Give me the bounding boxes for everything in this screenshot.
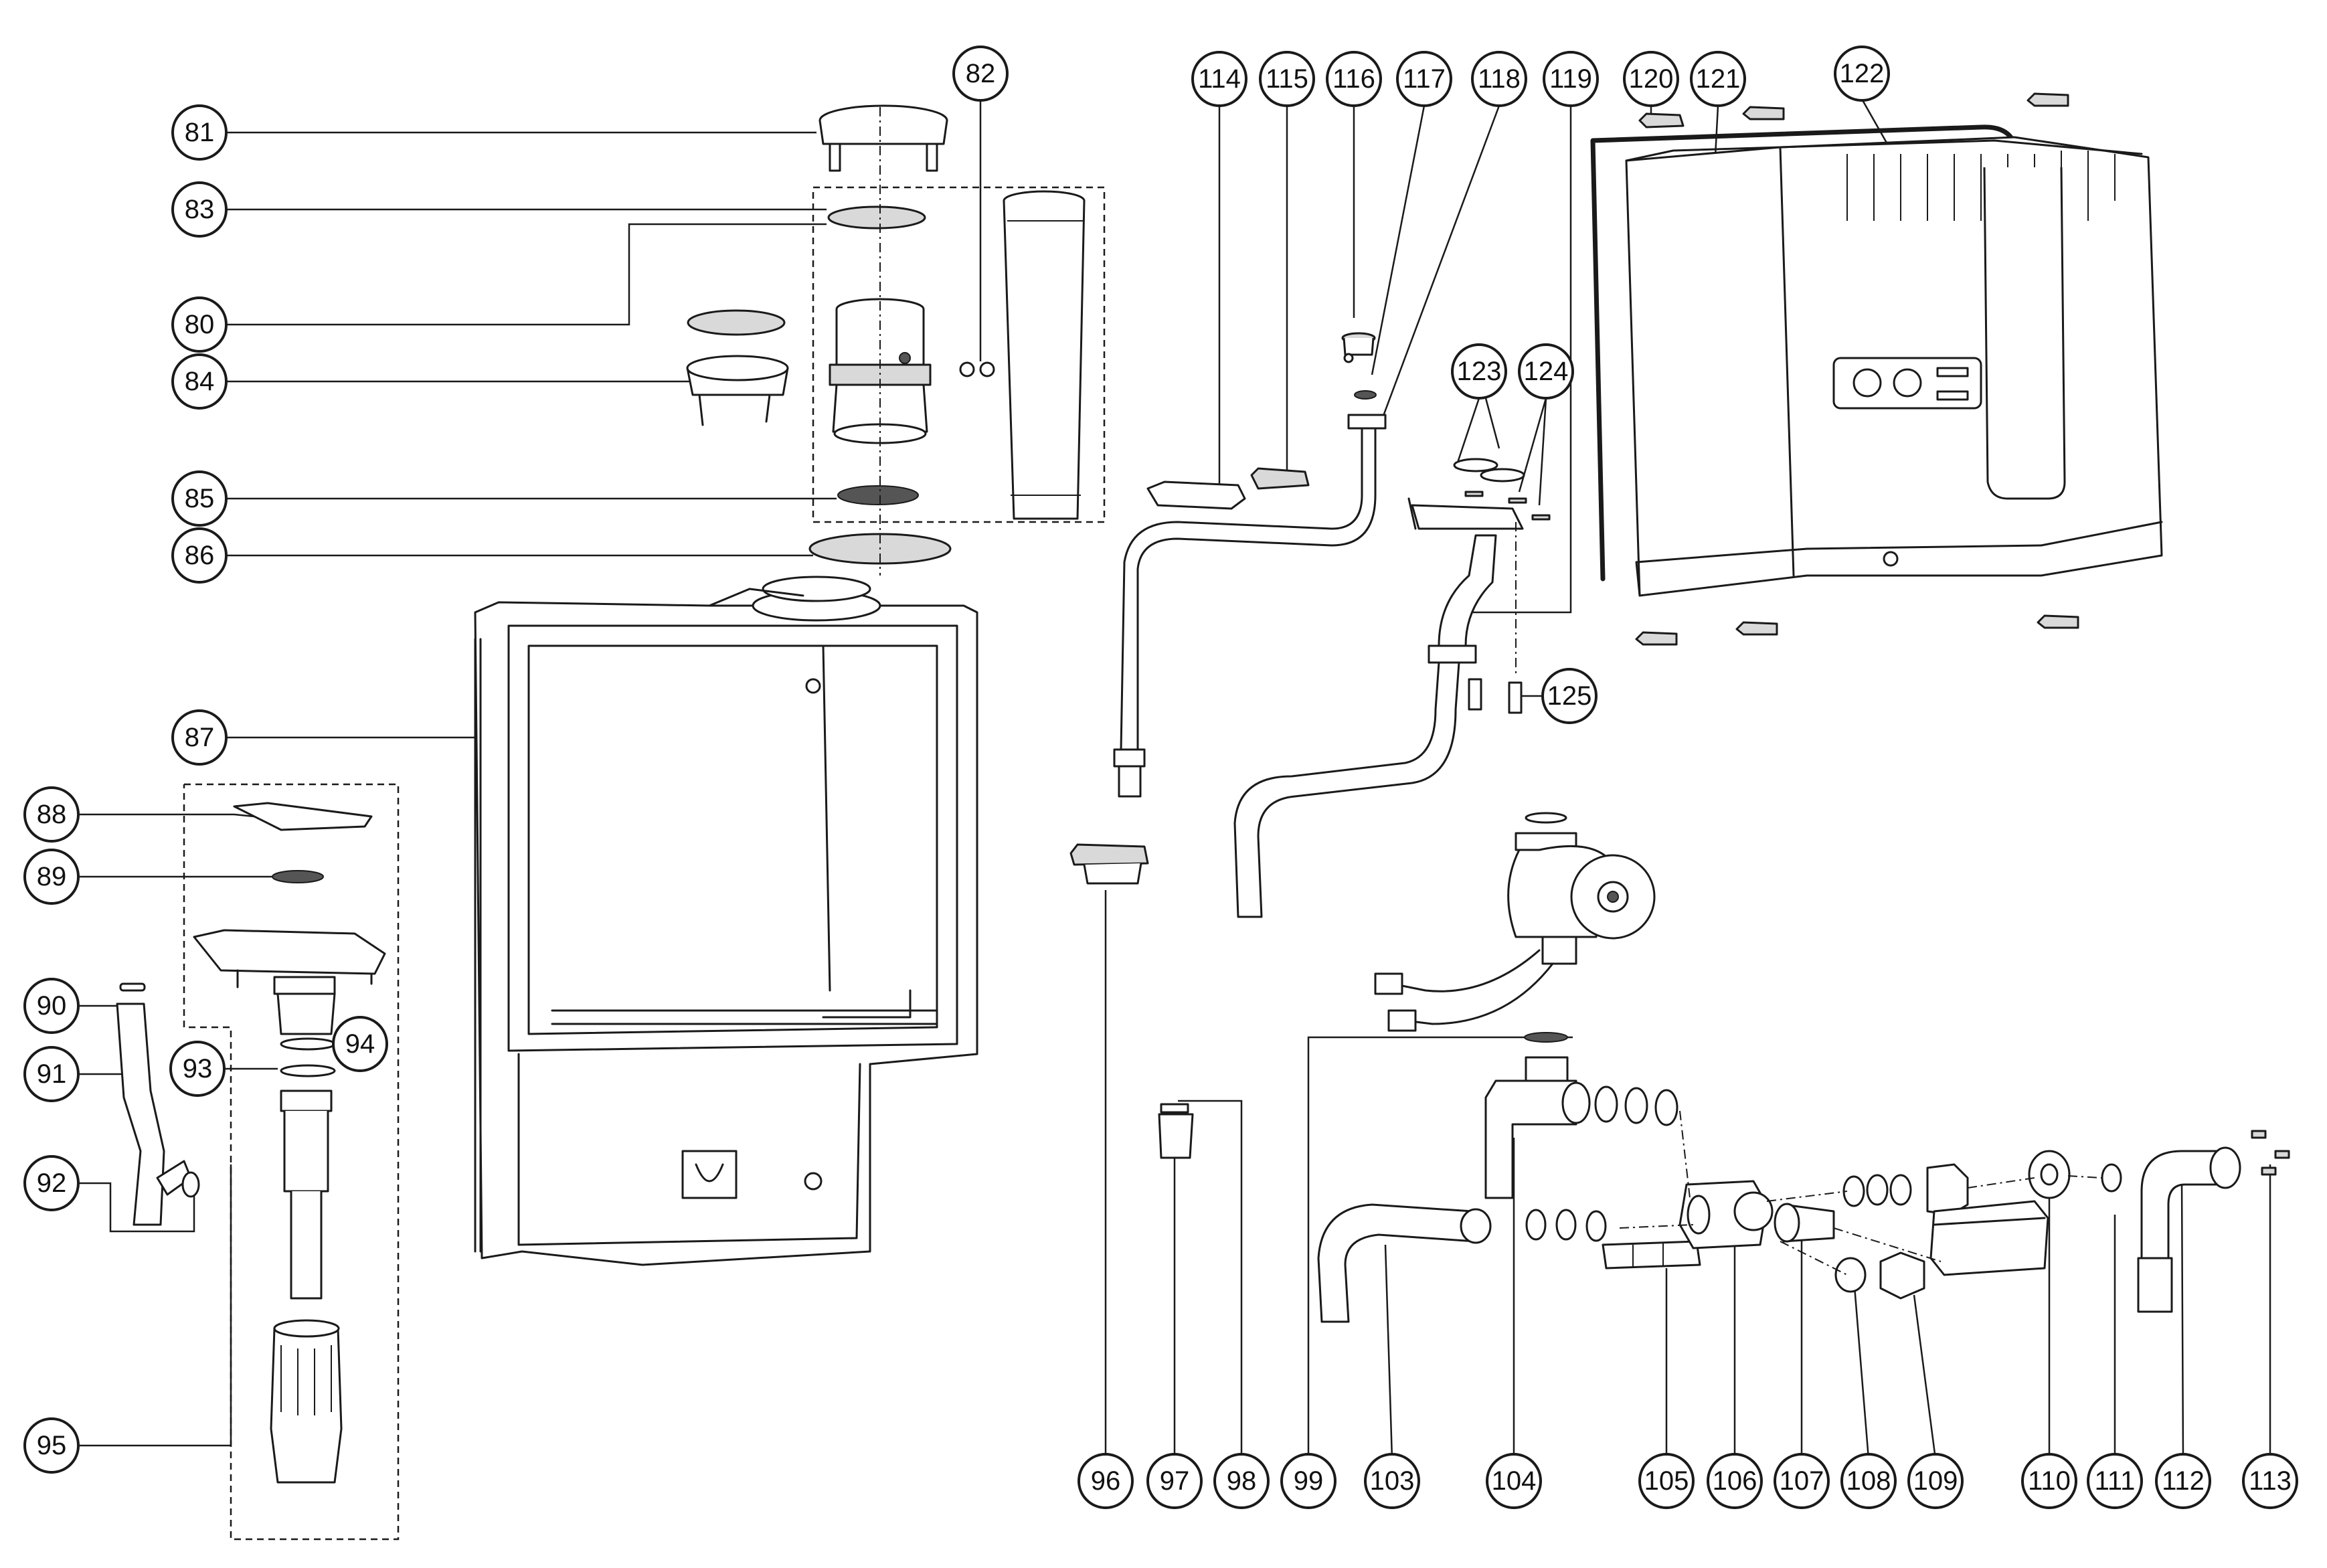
- svg-text:104: 104: [1492, 1466, 1537, 1496]
- svg-text:103: 103: [1370, 1466, 1415, 1496]
- callout-125: 125: [1541, 668, 1598, 724]
- svg-text:118: 118: [1478, 64, 1521, 94]
- callout-108: 108: [1840, 1453, 1897, 1509]
- svg-text:119: 119: [1549, 64, 1592, 94]
- callout-85: 85: [171, 470, 228, 527]
- callout-97: 97: [1146, 1453, 1203, 1509]
- svg-text:114: 114: [1198, 64, 1241, 94]
- callout-123: 123: [1451, 343, 1507, 400]
- callout-116: 116: [1326, 51, 1382, 107]
- callout-90: 90: [23, 978, 80, 1034]
- callout-82: 82: [952, 46, 1009, 102]
- svg-text:87: 87: [185, 723, 215, 752]
- callout-87: 87: [171, 709, 228, 766]
- svg-text:96: 96: [1091, 1466, 1121, 1496]
- svg-text:109: 109: [1913, 1466, 1958, 1496]
- svg-text:111: 111: [2095, 1466, 2136, 1496]
- callout-104: 104: [1486, 1453, 1542, 1509]
- svg-text:113: 113: [2249, 1466, 2292, 1496]
- svg-text:125: 125: [1547, 681, 1592, 711]
- callout-81: 81: [171, 104, 228, 161]
- svg-text:120: 120: [1629, 64, 1674, 94]
- svg-text:89: 89: [37, 862, 67, 891]
- callout-86: 86: [171, 527, 228, 584]
- callout-112: 112: [2155, 1453, 2211, 1509]
- svg-text:123: 123: [1457, 357, 1502, 386]
- svg-text:86: 86: [185, 541, 215, 570]
- callouts: 80 81 82 83 84 85 86 87 88 89 90 91 92 9…: [23, 46, 2298, 1509]
- svg-text:91: 91: [37, 1059, 67, 1089]
- svg-text:115: 115: [1266, 64, 1308, 94]
- callout-91: 91: [23, 1046, 80, 1102]
- callout-93: 93: [169, 1041, 226, 1097]
- svg-text:80: 80: [185, 310, 215, 339]
- callout-119: 119: [1543, 51, 1599, 107]
- svg-text:108: 108: [1846, 1466, 1891, 1496]
- callout-98: 98: [1213, 1453, 1270, 1509]
- casing: [1590, 92, 2163, 646]
- pump-and-hydraulics: [1069, 812, 2290, 1323]
- callout-114: 114: [1191, 51, 1247, 107]
- svg-text:107: 107: [1780, 1466, 1824, 1496]
- callout-115: 115: [1259, 51, 1315, 107]
- condensate-trap-group: [116, 783, 400, 1541]
- svg-text:82: 82: [966, 59, 996, 88]
- svg-text:112: 112: [2162, 1466, 2205, 1496]
- callout-99: 99: [1280, 1453, 1337, 1509]
- callout-113: 113: [2242, 1453, 2298, 1509]
- callout-120: 120: [1623, 51, 1679, 107]
- svg-text:98: 98: [1227, 1466, 1257, 1496]
- callout-117: 117: [1396, 51, 1452, 107]
- svg-text:85: 85: [185, 484, 215, 513]
- svg-text:99: 99: [1294, 1466, 1324, 1496]
- svg-text:95: 95: [37, 1431, 67, 1460]
- callout-121: 121: [1690, 51, 1746, 107]
- svg-text:117: 117: [1403, 64, 1446, 94]
- pipework-upper: [1113, 332, 1551, 918]
- svg-text:84: 84: [185, 367, 215, 396]
- callout-96: 96: [1078, 1453, 1134, 1509]
- callout-109: 109: [1907, 1453, 1964, 1509]
- svg-text:88: 88: [37, 800, 67, 829]
- svg-text:90: 90: [37, 991, 67, 1021]
- callout-92: 92: [23, 1155, 80, 1211]
- callout-103: 103: [1364, 1453, 1420, 1509]
- flue-assembly: [686, 104, 1106, 576]
- svg-text:110: 110: [2028, 1466, 2071, 1496]
- svg-text:97: 97: [1160, 1466, 1190, 1496]
- svg-text:92: 92: [37, 1168, 67, 1198]
- svg-text:106: 106: [1713, 1466, 1757, 1496]
- callout-111: 111: [2087, 1453, 2143, 1509]
- callout-84: 84: [171, 353, 228, 410]
- svg-text:122: 122: [1840, 59, 1885, 88]
- callout-105: 105: [1638, 1453, 1695, 1509]
- callout-88: 88: [23, 786, 80, 843]
- callout-110: 110: [2021, 1453, 2077, 1509]
- svg-text:83: 83: [185, 195, 215, 224]
- svg-text:93: 93: [183, 1054, 213, 1083]
- callout-118: 118: [1471, 51, 1527, 107]
- callout-107: 107: [1774, 1453, 1830, 1509]
- callout-94: 94: [332, 1016, 388, 1072]
- callout-106: 106: [1707, 1453, 1763, 1509]
- callout-83: 83: [171, 181, 228, 238]
- svg-text:121: 121: [1696, 64, 1741, 94]
- callout-95: 95: [23, 1417, 80, 1474]
- callout-89: 89: [23, 849, 80, 905]
- svg-text:94: 94: [345, 1029, 375, 1059]
- svg-text:116: 116: [1332, 64, 1375, 94]
- svg-text:124: 124: [1524, 357, 1569, 386]
- callout-122: 122: [1834, 46, 1890, 102]
- callout-80: 80: [171, 296, 228, 353]
- callout-124: 124: [1518, 343, 1574, 400]
- boiler-frame: [474, 576, 978, 1266]
- svg-text:105: 105: [1644, 1466, 1689, 1496]
- svg-text:81: 81: [185, 118, 215, 147]
